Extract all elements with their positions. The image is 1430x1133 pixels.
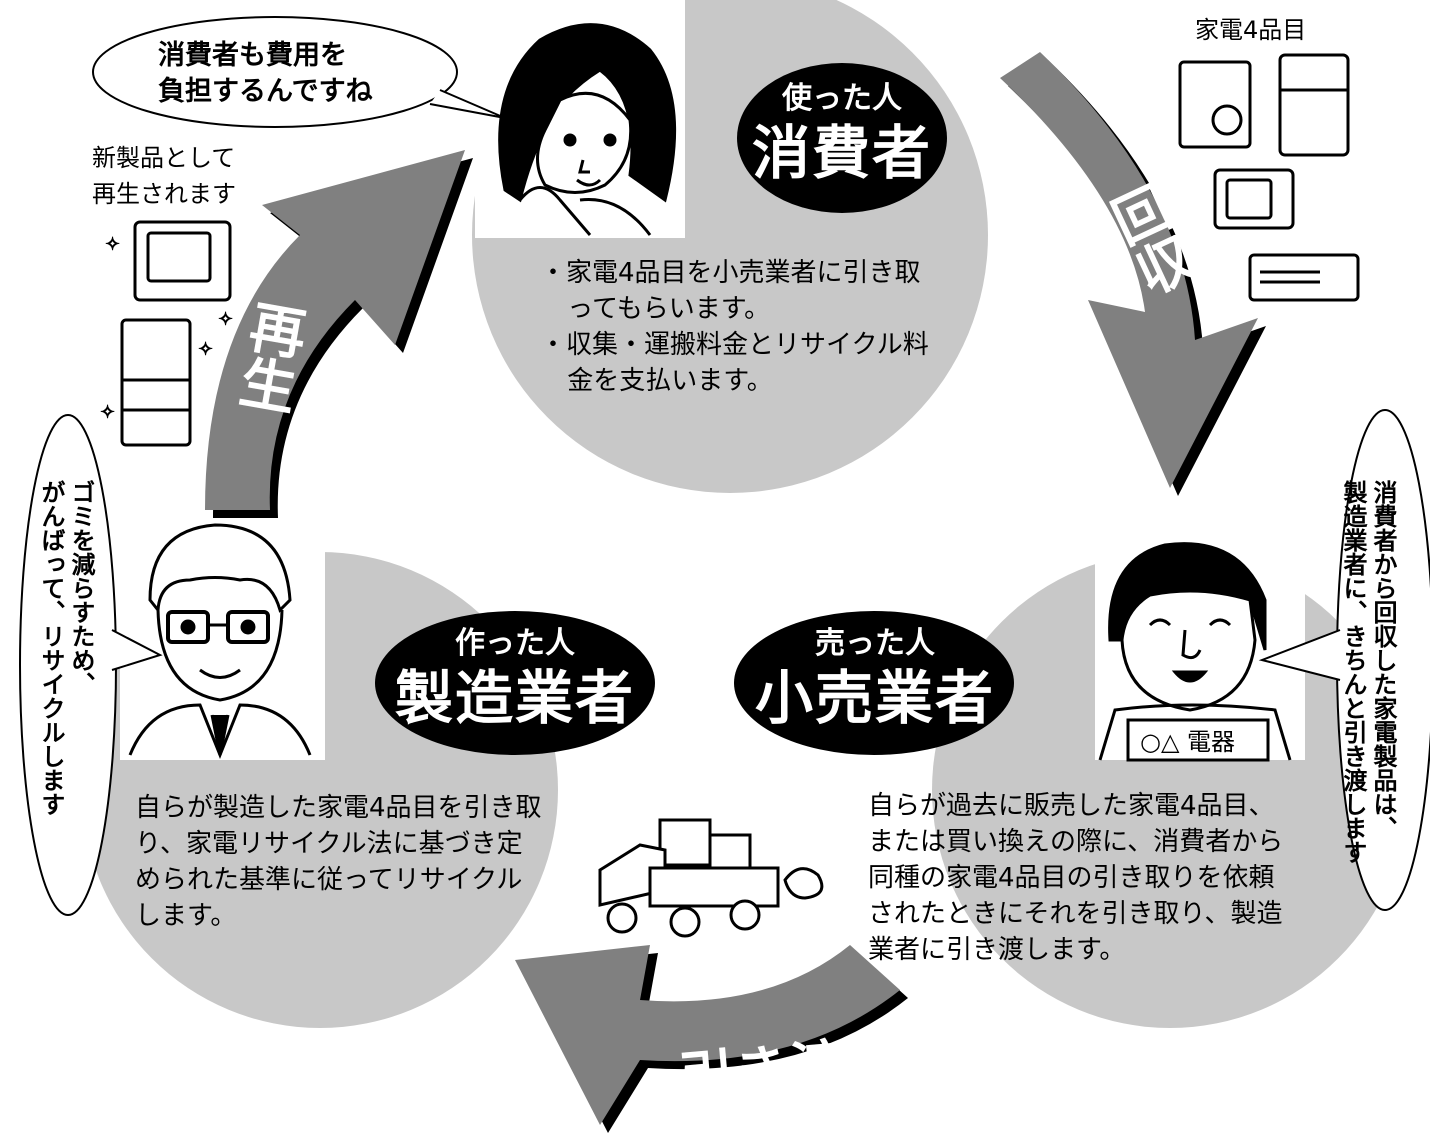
manufacturer-title: 製造業者 xyxy=(394,664,635,732)
consumer-speech-bubble xyxy=(92,16,458,128)
new-refrigerator-icon xyxy=(120,318,192,447)
four-appliances-illustration xyxy=(1178,53,1360,302)
truck-cargo-appliance xyxy=(658,818,712,867)
retailer-role: 売った人 xyxy=(815,626,935,661)
consumer-duty-2: ・収集・運搬料金とリサイクル料金を支払います。 xyxy=(540,330,929,396)
consumer-title: 消費者 xyxy=(751,119,932,187)
svg-text:✧: ✧ xyxy=(198,339,213,360)
retailer-man-illustration xyxy=(1098,542,1292,762)
consumer-woman-illustration xyxy=(498,23,677,236)
consumer-speech-line-2: 負担するんですね xyxy=(158,76,373,107)
regen-arrow xyxy=(205,150,473,518)
manufacturer-label: 作った人 製造業者 xyxy=(385,623,645,731)
truck-illustration xyxy=(598,818,824,938)
svg-text:✧: ✧ xyxy=(105,234,120,255)
retailer-speech-line-1: 消費者から回収した家電製品は、 xyxy=(1369,480,1397,840)
handover-arrow xyxy=(515,945,908,1133)
manufacturer-man-illustration xyxy=(128,523,312,760)
retailer-duties: 自らが過去に販売した家電4品目、または買い換えの際に、消費者から同種の家電4品目… xyxy=(868,791,1284,965)
manufacturer-speech: ゴミを減らすため、 がんばって、リサイクルします xyxy=(36,480,96,870)
exhaust-cloud xyxy=(783,867,824,900)
retailer-speech-line-2: 製造業者に、きちんと引き渡します xyxy=(1339,480,1367,864)
svg-text:✧: ✧ xyxy=(218,309,233,330)
apron-text: ○△ 電器 xyxy=(1140,728,1235,756)
manufacturer-role: 作った人 xyxy=(455,626,575,661)
new-products-label-line-1: 新製品として xyxy=(92,144,236,172)
retailer-title: 小売業者 xyxy=(754,664,995,732)
collect-arrow xyxy=(1000,52,1266,496)
new-products-label-line-2: 再生されます xyxy=(92,180,236,208)
consumer-duties: ・家電4品目を小売業者に引き取ってもらいます。 ・収集・運搬料金とリサイクル料金… xyxy=(540,255,935,399)
manufacturer-speech-line-1: ゴミを減らすため、 xyxy=(67,480,95,696)
consumer-role: 使った人 xyxy=(782,81,902,116)
washing-machine-icon xyxy=(1178,60,1252,149)
manufacturer-label-oval xyxy=(375,611,655,755)
air-conditioner-icon xyxy=(1248,253,1360,302)
new-products-label: 新製品として 再生されます xyxy=(92,140,236,212)
retailer-label: 売った人 小売業者 xyxy=(745,623,1005,731)
manufacturer-speech-line-2: がんばって、リサイクルします xyxy=(37,480,65,816)
refrigerator-icon xyxy=(1278,53,1350,157)
retailer-speech: 消費者から回収した家電製品は、 製造業者に、きちんと引き渡します xyxy=(1338,480,1398,870)
retailer-label-oval xyxy=(734,611,1014,755)
consumer-speech-line-1: 消費者も費用を xyxy=(158,40,347,71)
svg-text:✧: ✧ xyxy=(100,402,115,423)
consumer-speech: 消費者も費用を 負担するんですね xyxy=(158,38,373,110)
consumer-duty-1: ・家電4品目を小売業者に引き取ってもらいます。 xyxy=(540,258,921,324)
consumer-label-oval xyxy=(737,63,947,213)
new-products-illustration: ✧ ✧ ✧ ✧ xyxy=(100,220,234,447)
truck-bed xyxy=(648,866,780,908)
consumer-label: 使った人 消費者 xyxy=(747,78,937,186)
appliances-label: 家電4品目 xyxy=(1195,16,1307,44)
manufacturer-duties: 自らが製造した家電4品目を引き取り、家電リサイクル法に基づき定められた基準に従っ… xyxy=(135,793,542,931)
